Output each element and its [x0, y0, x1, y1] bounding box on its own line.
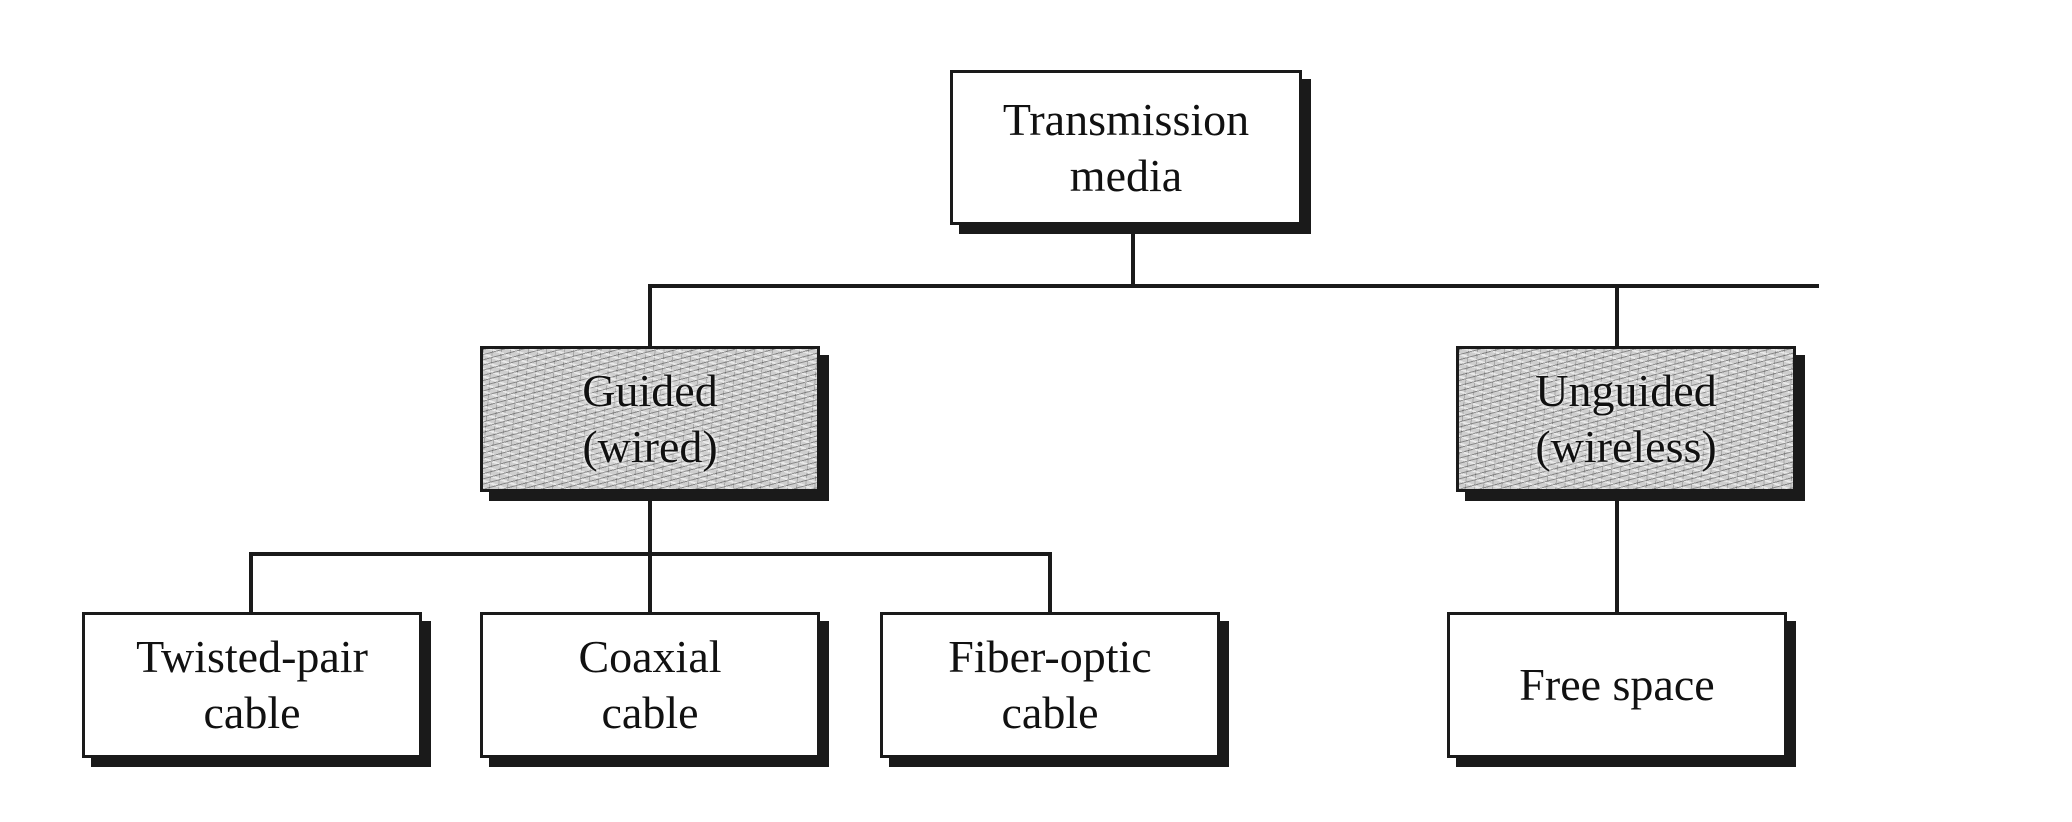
connector-level1-horizontal — [648, 284, 1819, 288]
guided-node: Guided (wired) — [480, 346, 820, 492]
coaxial-cable-node: Coaxial cable — [480, 612, 820, 758]
node-label-line2: media — [1069, 149, 1183, 201]
node-label-line2: (wired) — [582, 421, 718, 472]
node-label-line2: (wireless) — [1535, 421, 1717, 472]
node-label-line1: Coaxial — [578, 631, 722, 682]
node-label-line2: cable — [203, 687, 301, 738]
transmission-media-node: Transmission media — [950, 70, 1302, 225]
node-label-line1: Guided — [582, 365, 718, 416]
node-label-line1: Free space — [1519, 659, 1715, 710]
connector-to-unguided — [1615, 284, 1619, 346]
free-space-node: Free space — [1447, 612, 1787, 758]
twisted-pair-cable-node: Twisted-pair cable — [82, 612, 422, 758]
fiber-optic-cable-node: Fiber-optic cable — [880, 612, 1220, 758]
connector-to-fiber-optic — [1048, 552, 1052, 612]
connector-to-twisted-pair — [249, 552, 253, 612]
node-label-line1: Transmission — [1002, 93, 1250, 145]
unguided-node: Unguided (wireless) — [1456, 346, 1796, 492]
node-label-line1: Twisted-pair — [136, 631, 368, 682]
node-label-line2: cable — [1001, 687, 1099, 738]
node-label-line1: Unguided — [1535, 365, 1717, 416]
connector-to-guided — [648, 284, 652, 346]
node-label-line2: cable — [601, 687, 699, 738]
connector-unguided-down — [1615, 492, 1619, 612]
node-label-line1: Fiber-optic — [948, 631, 1152, 682]
connector-level2-horizontal — [249, 552, 1052, 556]
connector-root-down — [1131, 225, 1135, 288]
